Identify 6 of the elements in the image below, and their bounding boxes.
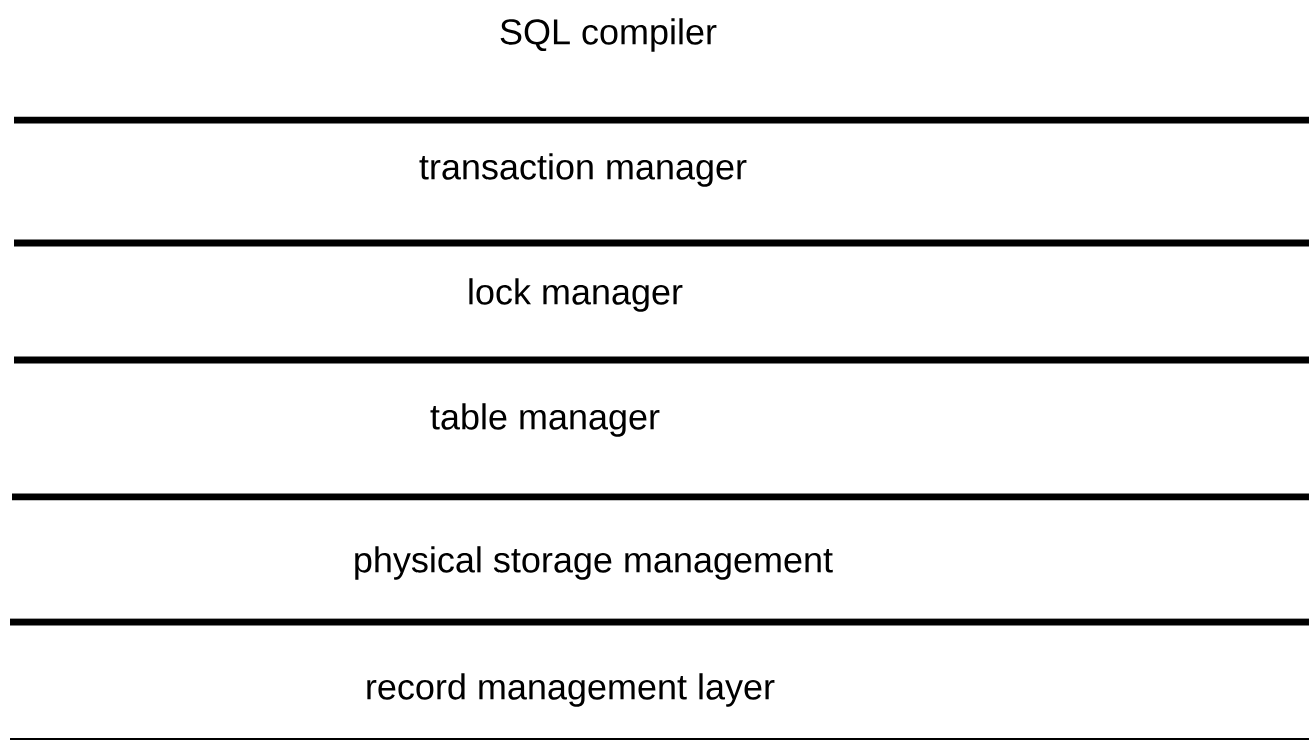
layer-label: SQL compiler [500,18,717,52]
layer-label: table manager [430,403,660,437]
layer-label: lock manager [469,278,683,312]
layer-label: record management layer [367,673,775,707]
layer-label: physical storage management [355,546,833,580]
layer-label: transaction manager [419,153,747,187]
